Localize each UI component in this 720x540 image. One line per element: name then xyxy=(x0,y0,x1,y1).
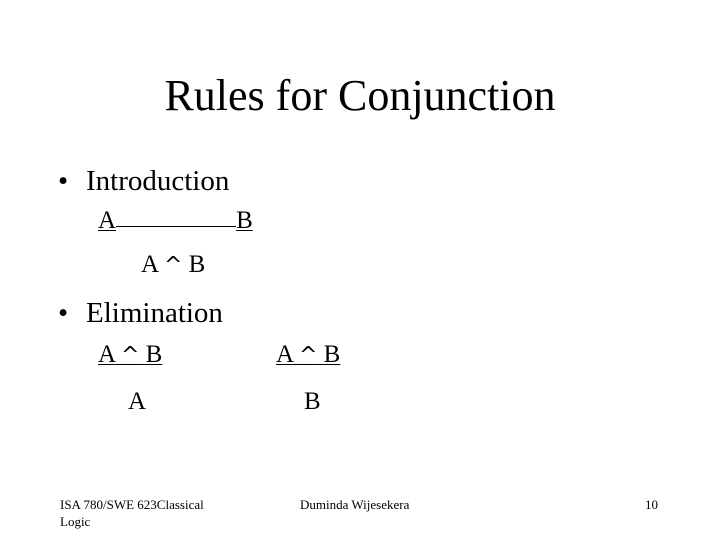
elimination-rule2-conclusion: B xyxy=(304,388,321,415)
introduction-conclusion: A ^ B xyxy=(141,250,205,281)
introduction-label: Introduction xyxy=(86,165,230,197)
bullet-dot: • xyxy=(58,297,69,329)
elimination-rule2-premise: A ^ B xyxy=(276,340,340,371)
introduction-premise-b: B xyxy=(236,207,253,234)
bullet-elimination: • Elimination xyxy=(58,295,223,331)
footer-course-line1: ISA 780/SWE 623Classical xyxy=(60,497,204,512)
premise-b: B xyxy=(145,341,163,368)
inference-line xyxy=(116,225,237,227)
footer-page-number: 10 xyxy=(645,497,658,512)
footer-course-line2: Logic xyxy=(60,514,91,529)
elimination-label: Elimination xyxy=(86,297,223,329)
and-operator: ^ xyxy=(120,343,140,368)
bullet-introduction: • Introduction xyxy=(58,163,229,199)
and-operator: ^ xyxy=(163,253,183,278)
elimination-rule1-premise: A ^ B xyxy=(98,340,162,371)
bullet-dot: • xyxy=(58,165,69,197)
premise-b: B xyxy=(323,341,341,368)
conclusion-a: A xyxy=(141,251,158,278)
slide-title: Rules for Conjunction xyxy=(164,71,556,120)
premise-a: A xyxy=(98,341,115,368)
footer-author: Duminda Wijesekera xyxy=(300,497,410,512)
conclusion-b: B xyxy=(188,251,206,278)
premise-a: A xyxy=(276,341,293,368)
and-operator: ^ xyxy=(298,343,318,368)
introduction-premise-a: A xyxy=(98,207,117,234)
elimination-rule1-conclusion: A xyxy=(128,388,147,415)
footer-course: ISA 780/SWE 623Classical Logic xyxy=(60,496,204,530)
